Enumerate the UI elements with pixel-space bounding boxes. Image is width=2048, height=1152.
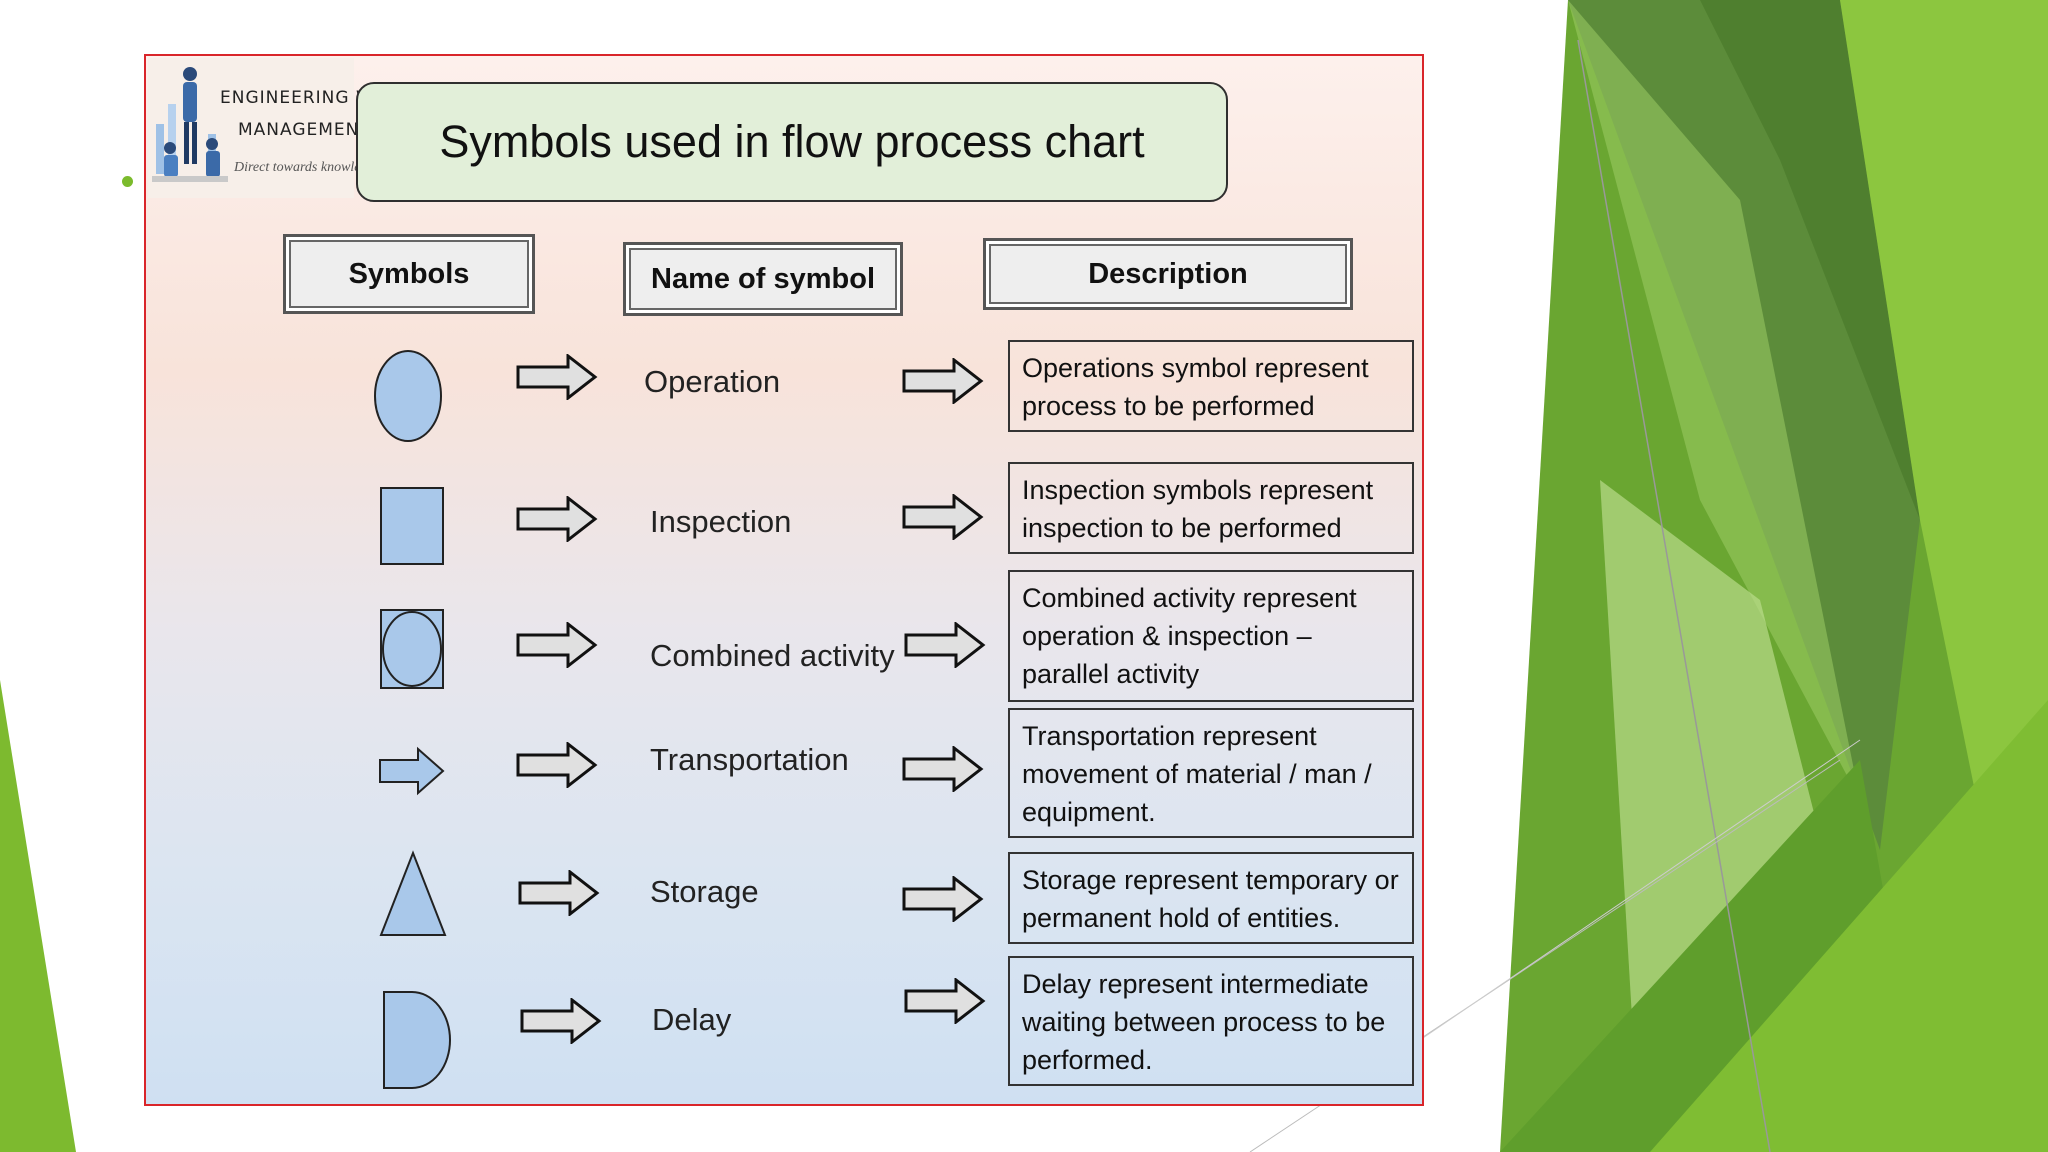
arrow-right-icon [904,978,986,1024]
row-desc-operation: Operations symbol represent process to b… [1008,340,1414,432]
arrow-right-icon [904,622,986,668]
row-desc-delay: Delay represent intermediate waiting bet… [1008,956,1414,1086]
square-icon [380,487,444,565]
header-symbols: Symbols [283,234,535,314]
arrow-right-icon [902,358,984,404]
diagram-panel: ENGINEERING WITH MANAGEMENT Direct towar… [144,54,1424,1106]
logo-tagline: Direct towards knowledge [234,160,381,175]
row-name-combined-activity: Combined activity [650,638,895,673]
triangle-icon [379,850,447,936]
circle-in-square-icon [380,609,444,689]
logo-line-2: MANAGEMENT [238,120,371,140]
ellipse-icon [374,350,442,442]
header-name-label: Name of symbol [651,262,875,295]
arrow-right-icon [516,622,598,668]
header-name-of-symbol: Name of symbol [623,242,903,316]
arrow-right-icon [520,998,602,1044]
arrow-right-icon [518,870,600,916]
arrow-right-icon [902,746,984,792]
header-description: Description [983,238,1353,310]
row-desc-transportation: Transportation represent movement of mat… [1008,708,1414,838]
row-desc-combined-activity: Combined activity represent operation & … [1008,570,1414,702]
header-description-label: Description [1088,257,1248,290]
row-name-delay: Delay [652,1002,732,1037]
arrow-right-icon [902,494,984,540]
bullet-dot [122,176,133,187]
logo: ENGINEERING WITH MANAGEMENT Direct towar… [148,58,404,198]
arrow-right-icon [516,496,598,542]
row-desc-inspection: Inspection symbols represent inspection … [1008,462,1414,554]
engineer-figure-icon [152,67,228,182]
right-arrow-icon [379,746,445,796]
row-name-storage: Storage [650,874,759,909]
arrow-right-icon [516,354,598,400]
title-box: Symbols used in flow process chart [356,82,1228,202]
arrow-right-icon [516,742,598,788]
arrow-right-icon [902,876,984,922]
d-shape-icon [383,991,451,1089]
row-desc-storage: Storage represent temporary or permanent… [1008,852,1414,944]
header-symbols-label: Symbols [348,257,470,290]
row-name-operation: Operation [644,364,781,399]
page-title: Symbols used in flow process chart [439,116,1145,167]
row-name-inspection: Inspection [650,504,792,539]
row-name-transportation: Transportation [650,742,849,777]
